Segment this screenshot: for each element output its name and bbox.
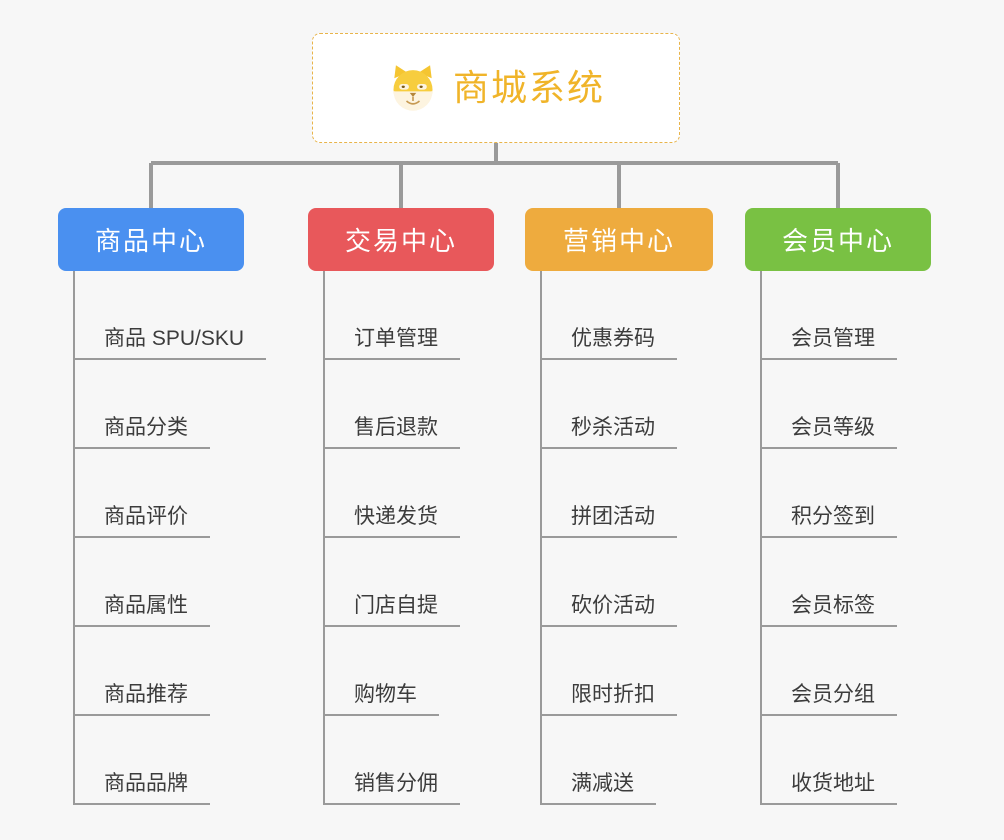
list-item[interactable]: 会员分组 [760,627,931,716]
list-item[interactable]: 销售分佣 [323,716,494,805]
leaf-label: 收货地址 [760,773,897,805]
list-item[interactable]: 砍价活动 [540,538,713,627]
branch-spine [760,271,762,805]
branch-column-3: 营销中心 优惠券码 秒杀活动 拼团活动 砍价活动 限时折扣 满减送 [525,208,713,805]
leaf-label: 会员标签 [760,595,897,627]
branch-spine [540,271,542,805]
leaf-label: 拼团活动 [540,506,677,538]
list-item[interactable]: 限时折扣 [540,627,713,716]
list-item[interactable]: 会员标签 [760,538,931,627]
list-item[interactable]: 会员等级 [760,360,931,449]
list-item[interactable]: 商品推荐 [73,627,244,716]
branch-header-2[interactable]: 交易中心 [308,208,494,271]
leaf-label: 优惠券码 [540,328,677,360]
list-item[interactable]: 满减送 [540,716,713,805]
leaf-label: 会员等级 [760,417,897,449]
list-item[interactable]: 商品分类 [73,360,244,449]
leaf-label: 商品推荐 [73,684,210,716]
branch-header-3[interactable]: 营销中心 [525,208,713,271]
list-item[interactable]: 拼团活动 [540,449,713,538]
list-item[interactable]: 积分签到 [760,449,931,538]
branch-header-1[interactable]: 商品中心 [58,208,244,271]
leaf-label: 快递发货 [323,506,460,538]
branch-column-1: 商品中心 商品 SPU/SKU 商品分类 商品评价 商品属性 商品推荐 商品品牌 [58,208,267,805]
list-item[interactable]: 收货地址 [760,716,931,805]
list-item[interactable]: 订单管理 [323,271,494,360]
leaf-label: 售后退款 [323,417,460,449]
list-item[interactable]: 优惠券码 [540,271,713,360]
list-item[interactable]: 门店自提 [323,538,494,627]
list-item[interactable]: 售后退款 [323,360,494,449]
branch-column-4: 会员中心 会员管理 会员等级 积分签到 会员标签 会员分组 收货地址 [745,208,931,805]
branch-header-label: 会员中心 [781,226,894,256]
leaf-label: 积分签到 [760,506,897,538]
root-node[interactable]: 商城系统 [312,33,680,143]
branch-spine [73,271,75,805]
leaf-label: 商品品牌 [73,773,210,805]
list-item[interactable]: 会员管理 [760,271,931,360]
leaf-label: 商品分类 [73,417,210,449]
leaf-label: 销售分佣 [323,773,460,805]
leaf-label: 会员分组 [760,684,897,716]
branch-items-1: 商品 SPU/SKU 商品分类 商品评价 商品属性 商品推荐 商品品牌 [58,271,267,805]
branch-header-label: 交易中心 [344,226,457,256]
list-item[interactable]: 购物车 [323,627,494,716]
leaf-label: 商品 SPU/SKU [73,328,267,360]
leaf-label: 订单管理 [323,328,460,360]
list-item[interactable]: 秒杀活动 [540,360,713,449]
branch-items-4: 会员管理 会员等级 积分签到 会员标签 会员分组 收货地址 [745,271,931,805]
leaf-label: 会员管理 [760,328,897,360]
leaf-label: 购物车 [323,684,439,716]
branch-column-2: 交易中心 订单管理 售后退款 快递发货 门店自提 购物车 销售分佣 [308,208,494,805]
shiba-dog-icon [387,62,439,114]
list-item[interactable]: 商品属性 [73,538,244,627]
leaf-label: 满减送 [540,773,656,805]
leaf-label: 秒杀活动 [540,417,677,449]
list-item[interactable]: 快递发货 [323,449,494,538]
branch-items-2: 订单管理 售后退款 快递发货 门店自提 购物车 销售分佣 [308,271,494,805]
leaf-label: 门店自提 [323,595,460,627]
branch-spine [323,271,325,805]
leaf-label: 砍价活动 [540,595,677,627]
branch-header-4[interactable]: 会员中心 [745,208,931,271]
list-item[interactable]: 商品品牌 [73,716,244,805]
branch-header-label: 商品中心 [94,226,207,256]
list-item[interactable]: 商品评价 [73,449,244,538]
leaf-label: 商品属性 [73,595,210,627]
leaf-label: 限时折扣 [540,684,677,716]
branch-header-label: 营销中心 [562,226,675,256]
leaf-label: 商品评价 [73,506,210,538]
list-item[interactable]: 商品 SPU/SKU [73,271,267,360]
branch-items-3: 优惠券码 秒杀活动 拼团活动 砍价活动 限时折扣 满减送 [525,271,713,805]
root-title: 商城系统 [452,67,605,108]
